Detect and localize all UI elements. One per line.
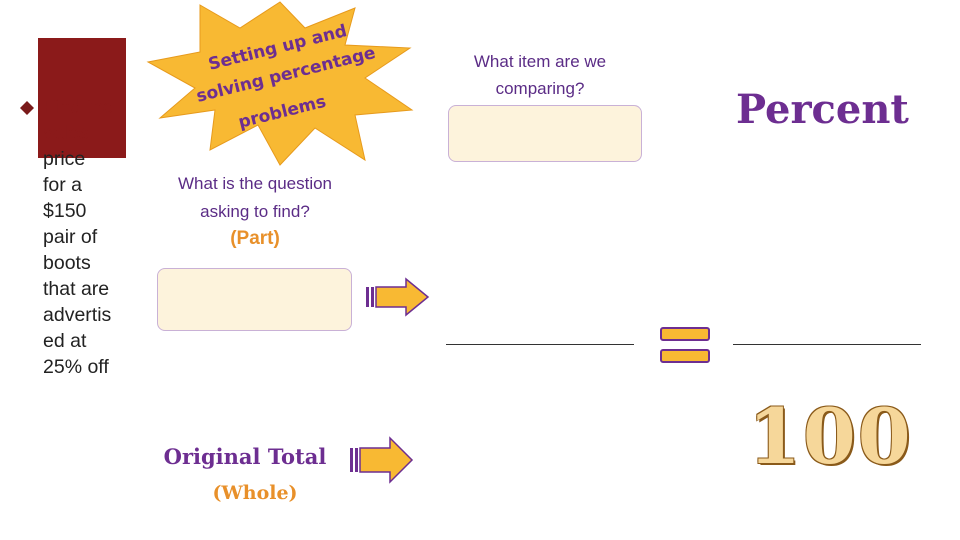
part-answer-box[interactable] bbox=[157, 268, 352, 331]
part-label: (Part) bbox=[230, 228, 280, 249]
problem-line: Find the bbox=[43, 96, 114, 118]
red-accent-bar bbox=[38, 38, 126, 158]
arrow-right-icon bbox=[366, 277, 430, 322]
arrow-right-icon bbox=[350, 436, 414, 489]
numerator-line-left bbox=[446, 344, 634, 345]
problem-line: sales bbox=[43, 122, 89, 144]
question-item-line-1: What item are we bbox=[473, 52, 607, 71]
question-part-line-2: asking to find? bbox=[200, 202, 310, 221]
problem-line: $150 bbox=[43, 200, 87, 222]
numerator-line-right bbox=[733, 344, 921, 345]
problem-line: for a bbox=[43, 174, 83, 196]
question-item-comparing: What item are we comparing? bbox=[450, 48, 630, 102]
problem-line: 25% off bbox=[43, 356, 109, 378]
percent-heading: Percent bbox=[736, 86, 909, 133]
question-item-line-2: comparing? bbox=[495, 79, 585, 98]
title-starburst: Setting up and solving percentage proble… bbox=[140, 0, 440, 170]
problem-line: advertis bbox=[43, 304, 112, 326]
equals-sign-icon bbox=[660, 326, 710, 371]
whole-label: (Whole) bbox=[212, 482, 298, 504]
hundred-denominator: 100 bbox=[748, 392, 913, 481]
original-total-label: Original Total bbox=[163, 444, 327, 469]
problem-line: price bbox=[43, 148, 86, 170]
problem-line: pair of bbox=[43, 226, 98, 248]
problem-line: that are bbox=[43, 278, 110, 300]
question-part-line-1: What is the question bbox=[177, 174, 333, 193]
problem-statement: Find the sales price for a $150 pair of … bbox=[43, 94, 131, 380]
problem-line: boots bbox=[43, 252, 91, 274]
item-answer-box[interactable] bbox=[448, 105, 642, 162]
question-asking-to-find: What is the question asking to find? bbox=[160, 170, 350, 226]
problem-line: ed at bbox=[43, 330, 87, 352]
